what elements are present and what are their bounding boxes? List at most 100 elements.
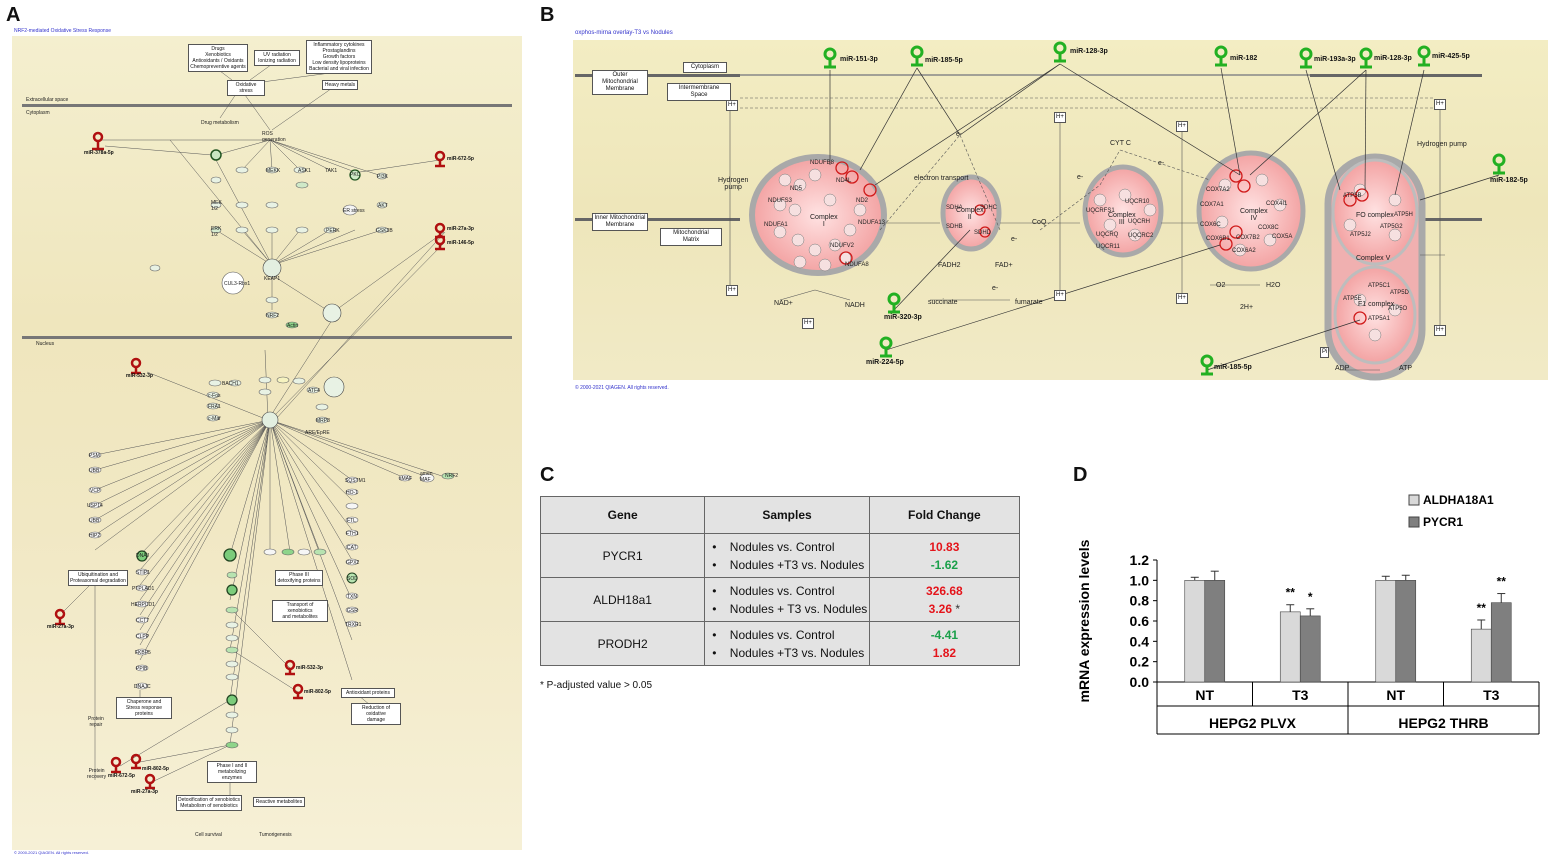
y-tick-label: 0.8 (1130, 593, 1150, 609)
ndufs3-label: NDUFS3 (768, 198, 793, 204)
mirna-a-532-2: miR-532-3p (296, 665, 323, 671)
cytc-label: CYT C (1110, 140, 1131, 147)
node-nrf2-nuclear: NRF2 (445, 473, 459, 479)
e-label-2: e- (1077, 174, 1084, 181)
panel-b-title: oxphos-mirna overlay-T3 vs Nodules (575, 30, 673, 36)
gene-cell: PYCR1 (539, 533, 706, 578)
node-ubb: UBB (89, 468, 100, 474)
hplus-5: H+ (726, 285, 738, 296)
mirna-a-146: miR-146-5p (447, 240, 474, 246)
node-erk: ERK 1/2 (211, 226, 222, 238)
mirna-a-802-2: miR-802-5p (142, 766, 169, 772)
cox6b1-label: COX6B1 (1206, 236, 1230, 242)
x-tick-label: NT (1386, 687, 1405, 703)
legend-swatch-1 (1408, 516, 1420, 528)
mirna-a-672-2: miR-672-5p (108, 773, 135, 779)
compartment-extracellular: Extracellular space (26, 97, 69, 103)
node-fra1: FRA1 (208, 404, 221, 410)
table-row: PYCR1• Nodules vs. Control• Nodules +T3 … (539, 533, 1021, 578)
nad-label: NAD+ (774, 300, 793, 307)
sdhc-label: SDHC (980, 205, 998, 211)
mirna-b-185: miR-185-5p (925, 57, 963, 64)
ndufa13-label: NDUFA13 (858, 220, 886, 226)
node-protein-recovery: Protein recovery (87, 768, 107, 780)
box-transport: Transport of xenobiotics and metabolites (272, 600, 328, 622)
node-ros: ROS generation (262, 131, 286, 143)
f1-complex-label: F1 complex (1358, 301, 1395, 308)
node-atf4: ATF4 (308, 388, 320, 394)
samples-cell: • Nodules vs. Control• Nodules +T3 vs. N… (704, 533, 870, 578)
mirna-a-27a-2: miR-27a-3p (47, 624, 74, 630)
hplus-9: H+ (1434, 325, 1446, 336)
h2o-label: H2O (1266, 282, 1281, 289)
hydrogen-pump-right: Hydrogen pump (1417, 141, 1467, 148)
ndufa1-label: NDUFA1 (764, 222, 788, 228)
mirna-a-27a: miR-27a-3p (447, 226, 474, 232)
fold-change-cell: 10.83-1.62 (868, 533, 1021, 578)
mirna-a-802: miR-802-5p (304, 689, 331, 695)
sample-item: • Nodules + T3 vs. Nodules (712, 601, 868, 616)
atp5d-label: ATP5D (1390, 290, 1409, 296)
pi-label: Pi (1320, 347, 1330, 358)
mirna-b-182-5p: miR-182-5p (1490, 177, 1528, 184)
y-tick-label: 0.6 (1130, 613, 1150, 629)
node-dnajc: DNAJC (134, 684, 151, 690)
node-oxidative-stress: Oxidative stress (227, 80, 265, 96)
coq-label: CoQ (1032, 219, 1047, 226)
nd2-label: ND2 (856, 198, 869, 204)
complex-2-label: Complex II (956, 207, 984, 221)
box-antioxidant: Antioxidant proteins (341, 688, 395, 698)
box-ubiquitination: Ubiquitination and Proteasomal degradati… (68, 570, 128, 586)
uqcrh-label: UQCRH (1128, 219, 1150, 225)
mirna-a-532: miR-532-3p (126, 373, 153, 379)
box-reactive: Reactive metabolites (253, 797, 305, 807)
node-sod: SOD (347, 576, 358, 582)
hplus-7: H+ (1054, 290, 1066, 301)
node-dnaj: DNAJ (136, 553, 150, 559)
sample-item: • Nodules +T3 vs. Nodules (712, 557, 865, 572)
compartment-inner-membrane: Inner Mitochondrial Membrane (592, 213, 648, 231)
nd4l-label: ND4L (836, 178, 852, 184)
node-pkc: PKC (350, 172, 361, 178)
hplus-6: H+ (802, 318, 814, 329)
node-txn: TXN (347, 594, 357, 600)
atp5c1-label: ATP5C1 (1368, 283, 1391, 289)
x-tick-label: T3 (1483, 687, 1500, 703)
uqcrq-label: UQCRQ (1096, 232, 1119, 238)
node-gsk3b: GSK3B (376, 228, 393, 234)
atp5h-label: ATP5H (1394, 212, 1413, 218)
node-cell-survival: Cell survival (195, 832, 222, 838)
samples-cell: • Nodules vs. Control• Nodules +T3 vs. N… (704, 621, 870, 666)
box-chaperone: Chaperone and Stress response proteins (116, 697, 172, 719)
compartment-cytoplasm-a: Cytoplasm (26, 110, 50, 116)
e-label-3: e- (1011, 236, 1018, 243)
e-label-4: e- (992, 285, 999, 292)
node-hip2: HIP2 (89, 533, 101, 539)
cox8c-label: COX8C (1258, 225, 1279, 231)
sample-item: • Nodules vs. Control (712, 627, 835, 642)
node-ask1: ASK1 (298, 168, 311, 174)
cox5a-label: COX5A (1272, 234, 1293, 240)
bar-1 (1299, 615, 1321, 683)
samples-cell: • Nodules vs. Control• Nodules + T3 vs. … (704, 577, 870, 622)
bar-0 (1375, 580, 1397, 683)
x-tick-label: NT (1195, 687, 1214, 703)
nd5-label: ND5 (790, 186, 803, 192)
atp5a1-label: ATP5A1 (1368, 316, 1390, 322)
y-tick-label: 0.2 (1130, 654, 1150, 670)
x-tick-label: T3 (1292, 687, 1309, 703)
header-samples: Samples (704, 496, 870, 534)
node-cct7: CCT7 (136, 618, 150, 624)
panel-b-copyright: © 2000-2021 QIAGEN. All rights reserved. (575, 385, 669, 391)
node-pi3k: PI3K (377, 174, 388, 180)
uqcrfs1-label: UQCRFS1 (1086, 208, 1115, 214)
complex-3-label: Complex III (1108, 212, 1136, 226)
compartment-matrix: Mitochondrial Matrix (660, 228, 722, 246)
node-ho1: HO-1 (346, 490, 358, 496)
node-gsr: GSR (347, 608, 358, 614)
node-are: ARE/EpRE (305, 430, 330, 436)
mirna-b-151: miR-151-3p (840, 56, 878, 63)
panel-letter-b: B (540, 4, 555, 26)
box-phase3: Phase III detoxifying proteins (275, 570, 323, 586)
